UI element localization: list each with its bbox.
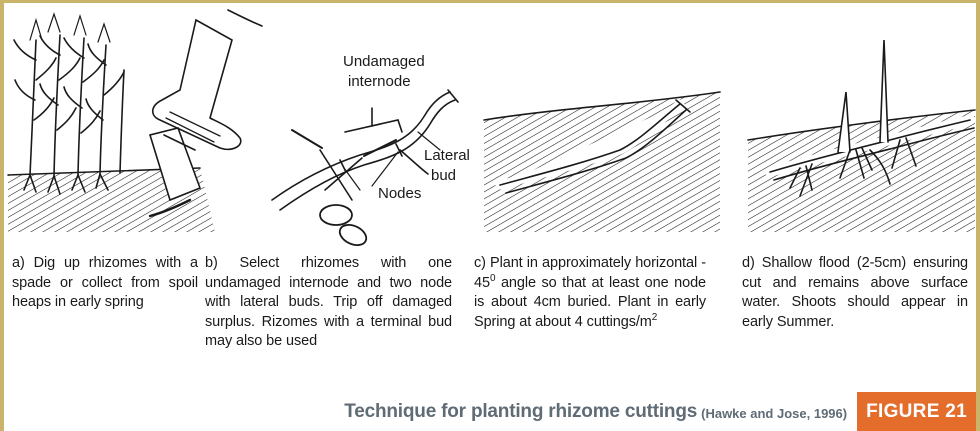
label-lateral: Lateral — [424, 147, 470, 164]
panel-a-drawing — [8, 10, 262, 232]
panel-d-drawing — [748, 40, 975, 232]
caption-step-d: d) Shallow flood (2-5cm) ensuring cut an… — [742, 254, 968, 332]
caption-step-c: c) Plant in approximately horizontal - 4… — [474, 254, 706, 332]
figure-title-row: Technique for planting rhizome cuttings … — [344, 392, 976, 431]
caption-step-a: a) Dig up rhizomes with a spade or colle… — [12, 254, 198, 313]
label-internode: internode — [348, 73, 411, 90]
figure-title: Technique for planting rhizome cuttings — [344, 401, 697, 423]
figure-number-badge: FIGURE 21 — [857, 392, 976, 431]
panel-c-drawing — [484, 92, 720, 232]
label-undamaged: Undamaged — [343, 53, 425, 70]
figure-citation: (Hawke and Jose, 1996) — [701, 403, 847, 421]
caption-c-squared: 2 — [652, 312, 657, 323]
label-nodes: Nodes — [378, 185, 421, 202]
illustration-panels: Undamaged internode Lateral bud Nodes — [0, 0, 980, 250]
caption-c-part2: angle so that at least one node is about… — [474, 275, 706, 330]
caption-step-b: b) Select rhizomes with one undamaged in… — [205, 254, 452, 352]
label-bud: bud — [431, 167, 456, 184]
